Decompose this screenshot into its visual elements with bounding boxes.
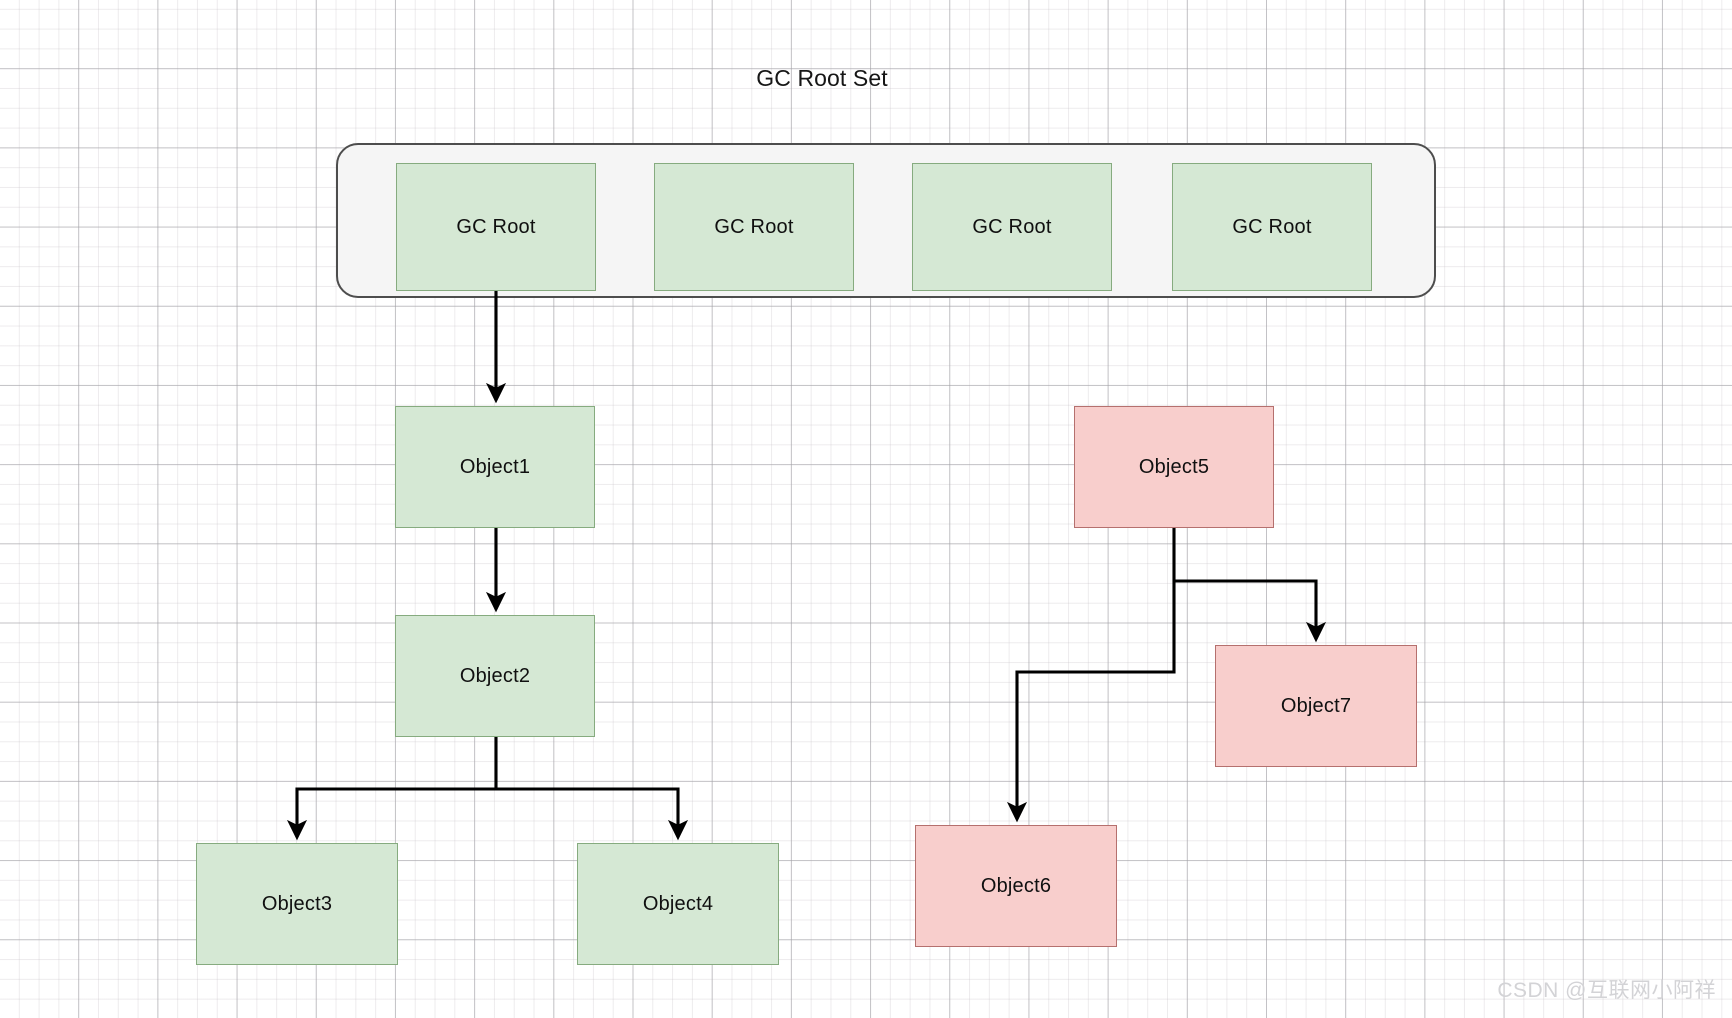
node-object5-label: Object5 <box>1138 455 1210 478</box>
gc-root-node-1-label: GC Root <box>456 215 536 238</box>
node-object5[interactable]: Object5 <box>1074 406 1274 528</box>
gc-root-node-2-label: GC Root <box>714 215 794 238</box>
gc-root-node-4[interactable]: GC Root <box>1172 163 1372 291</box>
edge-object5-to-object7 <box>1174 579 1327 643</box>
node-object3-label: Object3 <box>261 892 333 915</box>
edge-object5-to-object6 <box>1006 528 1176 823</box>
node-object4[interactable]: Object4 <box>577 843 779 965</box>
node-object4-label: Object4 <box>642 892 714 915</box>
node-object1[interactable]: Object1 <box>395 406 595 528</box>
edge-object2-to-object4 <box>496 787 689 841</box>
gc-root-node-4-label: GC Root <box>1232 215 1312 238</box>
node-object2-label: Object2 <box>459 664 531 687</box>
node-object1-label: Object1 <box>459 455 531 478</box>
node-object7[interactable]: Object7 <box>1215 645 1417 767</box>
gc-root-node-2[interactable]: GC Root <box>654 163 854 291</box>
node-object3[interactable]: Object3 <box>196 843 398 965</box>
gc-root-node-1[interactable]: GC Root <box>396 163 596 291</box>
node-object6[interactable]: Object6 <box>915 825 1117 947</box>
gc-root-node-3-label: GC Root <box>972 215 1052 238</box>
gc-root-node-3[interactable]: GC Root <box>912 163 1112 291</box>
edge-object2-to-object3 <box>286 737 498 841</box>
node-object7-label: Object7 <box>1280 694 1352 717</box>
node-object6-label: Object6 <box>980 874 1052 897</box>
watermark: CSDN @互联网小阿祥 <box>1497 979 1716 1002</box>
page-title: GC Root Set <box>756 65 888 91</box>
node-object2[interactable]: Object2 <box>395 615 595 737</box>
